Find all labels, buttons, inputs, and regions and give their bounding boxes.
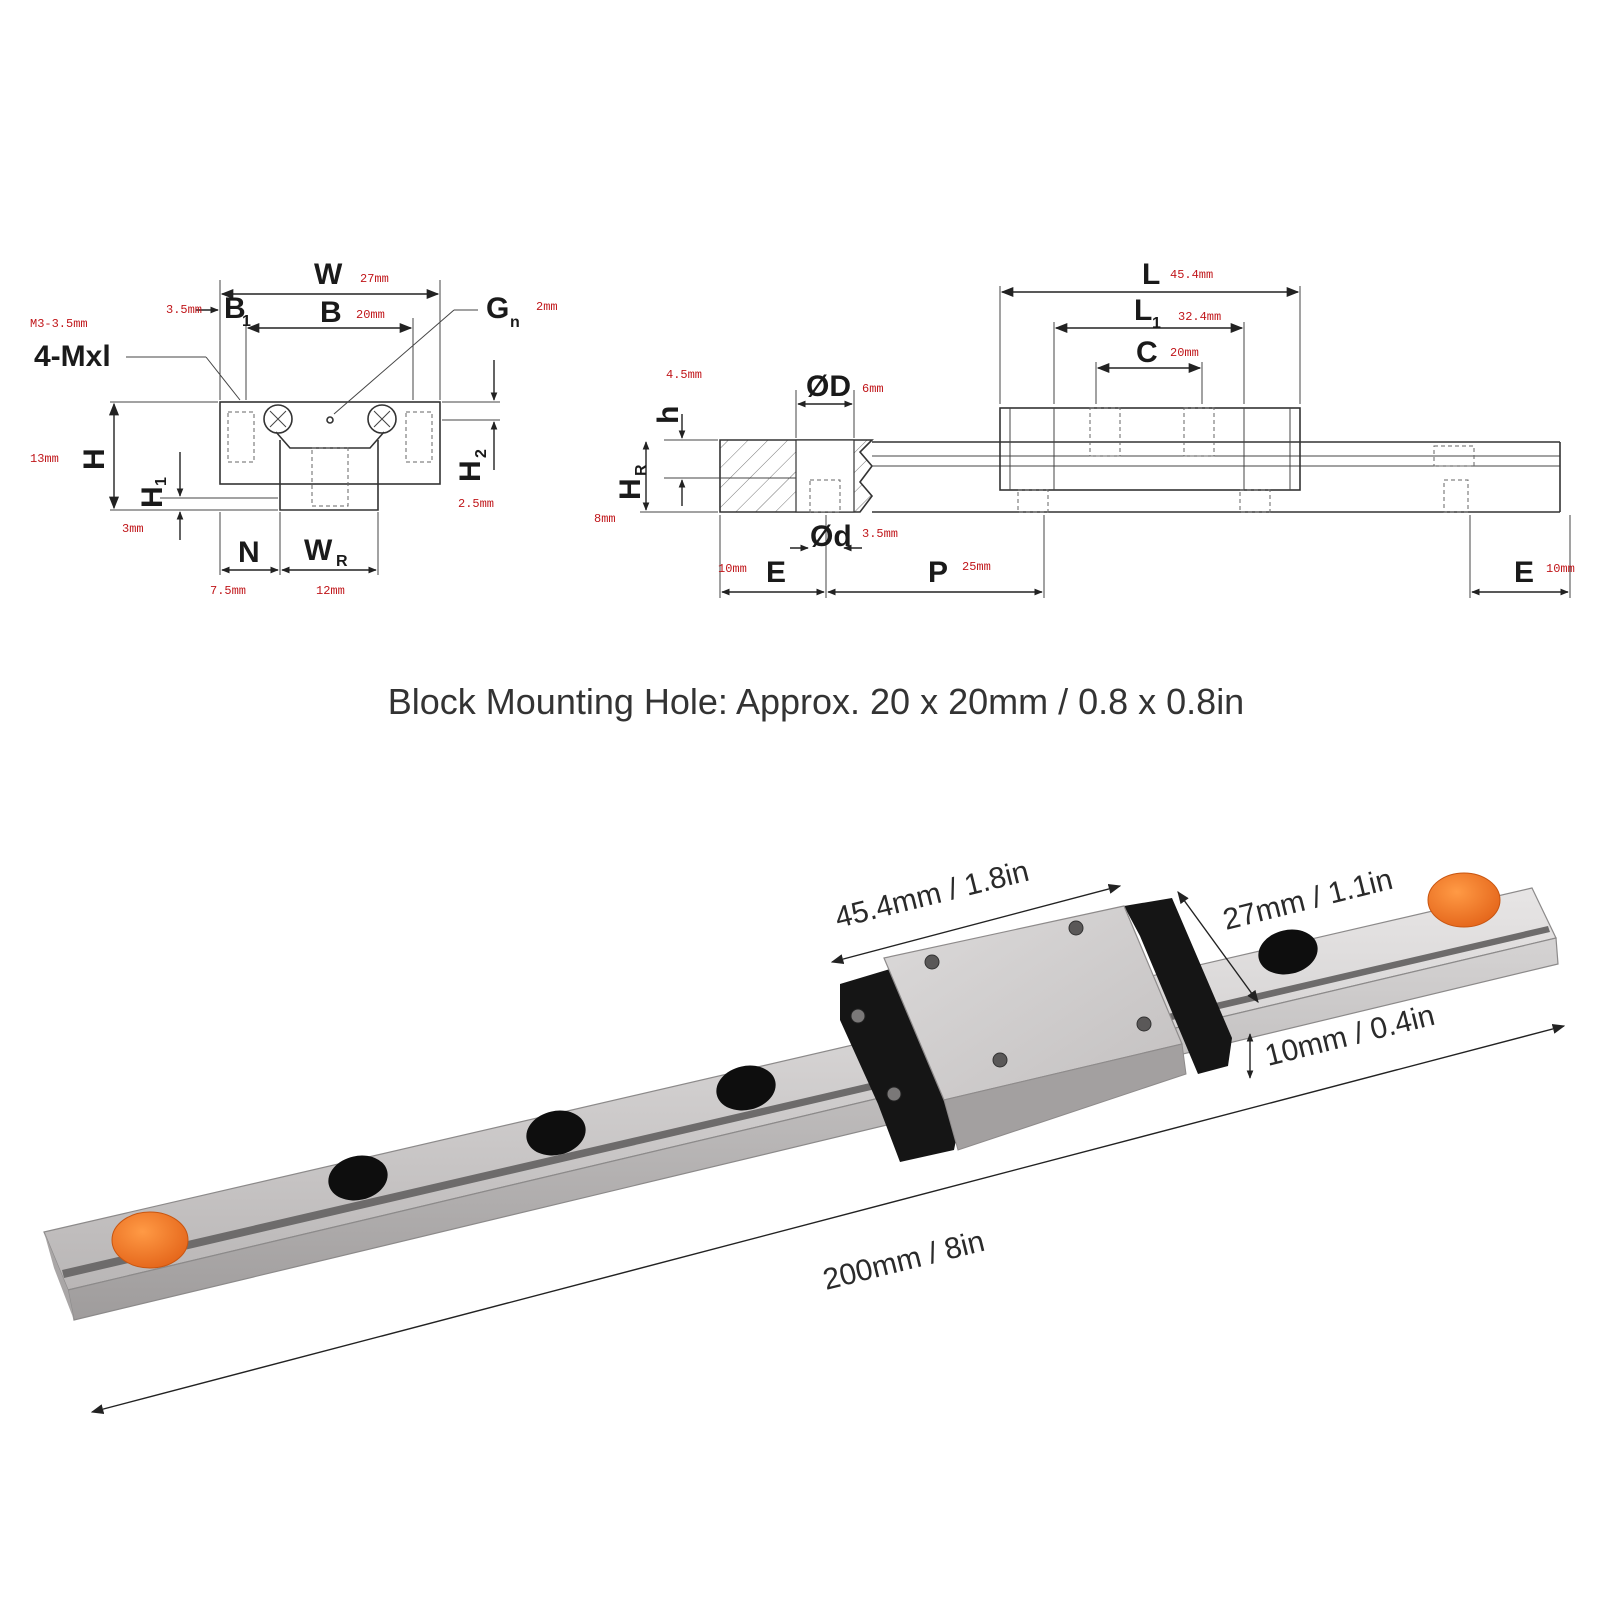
block-hole-3: [992, 1052, 1008, 1068]
rail-hole-4: [1258, 929, 1318, 975]
side-view-drawing: [640, 286, 1571, 598]
label-L1-subscript: 1: [1152, 315, 1161, 332]
block-end-outline: [219, 401, 441, 485]
rail-profile: [279, 440, 379, 511]
block-side-outline: [999, 407, 1301, 491]
label-N-symbol: N: [238, 536, 260, 569]
label-d-symbol: Ød: [810, 520, 852, 553]
label-HR-value: 8mm: [594, 512, 616, 526]
label-D-value: 6mm: [862, 382, 884, 396]
label-H1-subscript: 1: [153, 477, 170, 486]
label-L-symbol: L: [1142, 258, 1160, 291]
label-h-symbol: h: [652, 406, 685, 424]
rail-side-face: [67, 937, 1559, 1321]
block-hole-4: [1136, 1016, 1152, 1032]
label-L1-value: 32.4mm: [1178, 310, 1221, 324]
front-view-drawing: [108, 280, 500, 575]
block-hole-1: [924, 954, 940, 970]
block-width-arrow: [1177, 890, 1259, 1004]
label-M-symbol: 4-Mxl: [34, 340, 111, 373]
block-hole-2: [1068, 920, 1084, 936]
end-cap-left: [111, 1211, 189, 1269]
label-HR-symbol: H: [614, 478, 647, 500]
label-D-symbol: ØD: [806, 370, 851, 403]
label-H1-value: 3mm: [122, 522, 144, 536]
label-WR-subscript: R: [336, 553, 348, 570]
label-H2-value: 2.5mm: [458, 497, 494, 511]
label-L-value: 45.4mm: [1170, 268, 1213, 282]
label-W-symbol: W: [314, 258, 343, 291]
label-H2-subscript: 2: [473, 449, 490, 458]
ball-right: [367, 404, 397, 434]
label-HR-subscript: R: [633, 464, 650, 476]
label-H-symbol: H: [78, 448, 111, 470]
label-B-symbol: B: [320, 296, 342, 329]
label-E-right-symbol: E: [1514, 556, 1534, 589]
label-N-value: 7.5mm: [210, 584, 246, 598]
mounting-hole-caption: Block Mounting Hole: Approx. 20 x 20mm /…: [388, 681, 1244, 722]
label-C-value: 20mm: [1170, 346, 1199, 360]
label-M-value: M3-3.5mm: [30, 317, 88, 331]
label-P-symbol: P: [928, 556, 948, 589]
label-B1-subscript: 1: [242, 313, 251, 330]
label-H2-symbol: H: [454, 460, 487, 482]
label-Gn-subscript: n: [510, 314, 520, 331]
label-H-value: 13mm: [30, 452, 59, 466]
label-W-value: 27mm: [360, 272, 389, 286]
end-cap-right: [1427, 872, 1501, 928]
block-length-arrow: [830, 884, 1122, 964]
label-C-symbol: C: [1136, 336, 1158, 369]
label-B-value: 20mm: [356, 308, 385, 322]
rail-length-arrow: [90, 1024, 1566, 1414]
label-d-value: 3.5mm: [862, 527, 898, 541]
label-WR-value: 12mm: [316, 584, 345, 598]
label-Gn-value: 2mm: [536, 300, 558, 314]
label-Gn-symbol: G: [486, 292, 509, 325]
label-L1-symbol: L: [1134, 294, 1152, 327]
label-E-right-value: 10mm: [1546, 562, 1575, 576]
label-WR-symbol: W: [304, 534, 333, 567]
label-P-value: 25mm: [962, 560, 991, 574]
label-B1-value: 3.5mm: [166, 303, 202, 317]
block-length-label: 45.4mm / 1.8in: [832, 855, 1033, 935]
label-E-left-symbol: E: [766, 556, 786, 589]
rail-length-label: 200mm / 8in: [820, 1225, 988, 1297]
ball-left: [263, 404, 293, 434]
label-E-left-value: 10mm: [718, 562, 747, 576]
rail-illustration: [43, 872, 1559, 1321]
label-B1-symbol: B: [224, 292, 246, 325]
label-H1-symbol: H: [136, 486, 169, 508]
label-h-value: 4.5mm: [666, 368, 702, 382]
